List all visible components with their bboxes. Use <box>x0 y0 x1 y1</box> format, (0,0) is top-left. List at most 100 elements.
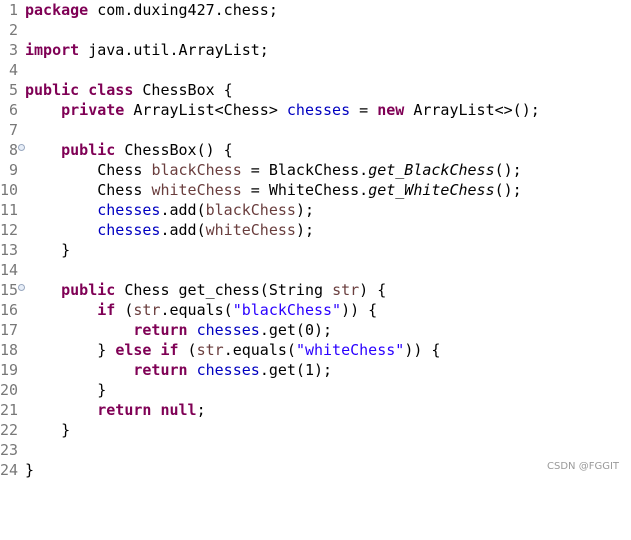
code-line: 17 return chesses.get(0); <box>0 320 631 340</box>
line-number: 20 <box>0 381 19 399</box>
line-code: public ChessBox() { <box>25 140 233 160</box>
code-editor[interactable]: 1 package com.duxing427.chess; 2 3 impor… <box>0 0 631 480</box>
code-text: .equals( <box>160 301 233 319</box>
line-number: 7 <box>8 121 18 139</box>
line-number: 22 <box>0 421 19 439</box>
code-line: 5 public class ChessBox { <box>0 80 631 100</box>
line-number: 5 <box>8 81 18 99</box>
line-number: 18 <box>0 341 19 359</box>
code-text: Chess get_chess(String <box>115 281 333 299</box>
code-text: .equals( <box>223 341 296 359</box>
code-line: 3 import java.util.ArrayList; <box>0 40 631 60</box>
code-text <box>79 81 88 99</box>
code-text <box>25 321 133 339</box>
keyword: null <box>160 401 197 419</box>
code-line: 1 package com.duxing427.chess; <box>0 0 631 20</box>
line-code: } <box>25 460 34 480</box>
code-text: java.util.ArrayList; <box>79 41 269 59</box>
code-line: 19 return chesses.get(1); <box>0 360 631 380</box>
code-text: } <box>25 421 71 439</box>
keyword: else <box>115 341 152 359</box>
static-method: get_WhiteChess <box>368 181 495 199</box>
code-text: ); <box>295 221 314 239</box>
keyword: import <box>25 41 80 59</box>
keyword: public <box>61 281 116 299</box>
keyword: return <box>133 321 188 339</box>
code-text: ChessBox() { <box>115 141 233 159</box>
parameter: str <box>196 341 224 359</box>
local-variable: whiteChess <box>205 221 296 239</box>
line-number: 12 <box>0 221 19 239</box>
line-number: 10 <box>0 181 19 199</box>
code-line: 9 Chess blackChess = BlackChess.get_Blac… <box>0 160 631 180</box>
keyword: return <box>97 401 152 419</box>
field-name: chesses <box>196 321 260 339</box>
fold-toggle-icon[interactable] <box>18 284 25 291</box>
code-line: 16 if (str.equals("blackChess")) { <box>0 300 631 320</box>
code-text: (); <box>494 181 522 199</box>
line-code: } <box>25 420 70 440</box>
code-line: 11 chesses.add(blackChess); <box>0 200 631 220</box>
keyword: if <box>160 341 179 359</box>
field-name: chesses <box>97 221 161 239</box>
line-code: return chesses.get(1); <box>25 360 332 380</box>
code-text: Chess <box>25 181 152 199</box>
string-literal: "blackChess" <box>232 301 342 319</box>
watermark: CSDN @FGGIT <box>547 461 619 472</box>
code-text: ) { <box>359 281 387 299</box>
code-text: ; <box>196 401 206 419</box>
code-line: 2 <box>0 20 631 40</box>
line-code: private ArrayList<Chess> chesses = new A… <box>25 100 540 120</box>
code-text <box>25 101 61 119</box>
line-number: 11 <box>0 201 19 219</box>
code-text: } <box>25 381 107 399</box>
code-text <box>25 221 97 239</box>
code-text: ( <box>178 341 197 359</box>
code-text <box>188 361 197 379</box>
line-number: 14 <box>0 261 19 279</box>
code-text: ArrayList<>(); <box>404 101 540 119</box>
field-name: chesses <box>97 201 161 219</box>
line-number: 21 <box>0 401 19 419</box>
string-literal: "whiteChess" <box>295 341 405 359</box>
code-line: 13 } <box>0 240 631 260</box>
code-line: 15 public Chess get_chess(String str) { <box>0 280 631 300</box>
line-number: 2 <box>8 21 18 39</box>
line-code: public Chess get_chess(String str) { <box>25 280 386 300</box>
local-variable: blackChess <box>205 201 296 219</box>
code-text: .add( <box>160 201 206 219</box>
keyword: return <box>133 361 188 379</box>
fold-toggle-icon[interactable] <box>18 144 25 151</box>
line-code: package com.duxing427.chess; <box>25 0 278 20</box>
line-code: } else if (str.equals("whiteChess")) { <box>25 340 440 360</box>
code-line: 21 return null; <box>0 400 631 420</box>
line-code: } <box>25 240 70 260</box>
keyword: if <box>97 301 116 319</box>
code-text <box>25 401 97 419</box>
code-text: } <box>25 241 71 259</box>
keyword: private <box>61 101 125 119</box>
keyword: new <box>377 101 405 119</box>
code-text: = WhiteChess. <box>241 181 369 199</box>
line-code: chesses.add(blackChess); <box>25 200 314 220</box>
line-code: return chesses.get(0); <box>25 320 332 340</box>
local-variable: whiteChess <box>151 181 242 199</box>
line-number: 24 <box>0 461 19 479</box>
code-text: ); <box>295 201 314 219</box>
code-text <box>25 141 61 159</box>
code-line: 24 } <box>0 460 631 480</box>
code-text: )) { <box>404 341 441 359</box>
code-line: 8 public ChessBox() { <box>0 140 631 160</box>
line-number: 15 <box>0 281 19 299</box>
code-text <box>25 361 133 379</box>
code-line: 4 <box>0 60 631 80</box>
line-number: 19 <box>0 361 19 379</box>
line-number: 4 <box>8 61 18 79</box>
parameter: str <box>133 301 161 319</box>
keyword: public <box>61 141 116 159</box>
local-variable: blackChess <box>151 161 242 179</box>
code-line: 18 } else if (str.equals("whiteChess")) … <box>0 340 631 360</box>
line-number: 17 <box>0 321 19 339</box>
code-text: Chess <box>25 161 152 179</box>
keyword: public <box>25 81 80 99</box>
